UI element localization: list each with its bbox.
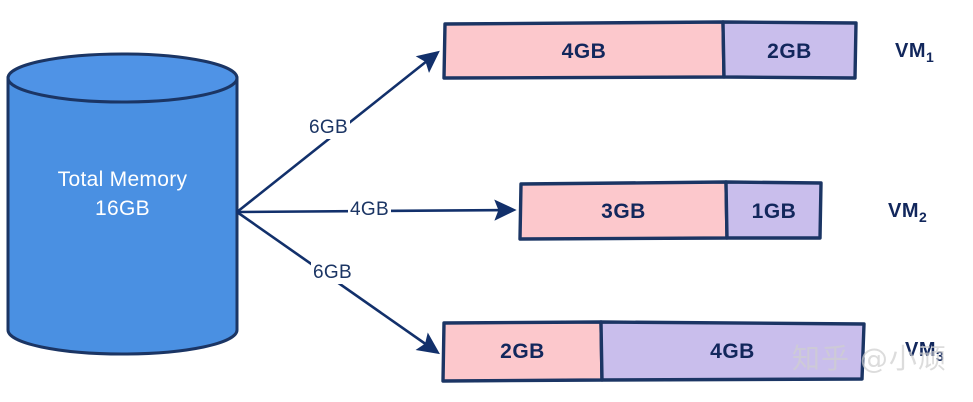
vm2-segment-free: [724, 180, 823, 240]
vm1-segment-free: [721, 20, 858, 80]
flow-label-vm2: 4GB: [348, 199, 391, 221]
vm3-name-text: VM: [905, 339, 936, 361]
vm2-name-index: 2: [919, 209, 928, 225]
vm2-name: VM2: [888, 200, 927, 225]
vm2-segment-used: [518, 180, 729, 241]
vm1-segment-used: [442, 20, 726, 80]
vm1-name: VM1: [895, 40, 934, 65]
vm1-memory-bar: [442, 20, 858, 80]
vm1-name-text: VM: [895, 40, 926, 62]
vm3-memory-bar: [441, 320, 866, 383]
vm3-name-index: 3: [936, 348, 945, 364]
vm1-name-index: 1: [926, 49, 935, 65]
total-memory-cylinder: [6, 52, 239, 356]
vm2-name-text: VM: [888, 200, 919, 222]
vm3-segment-free: [599, 320, 866, 382]
vm2-memory-bar: [518, 180, 823, 241]
flow-label-vm3: 6GB: [311, 262, 354, 284]
flow-label-vm1: 6GB: [307, 117, 350, 139]
vm3-name: VM3: [905, 339, 944, 364]
vm3-segment-used: [441, 320, 604, 383]
